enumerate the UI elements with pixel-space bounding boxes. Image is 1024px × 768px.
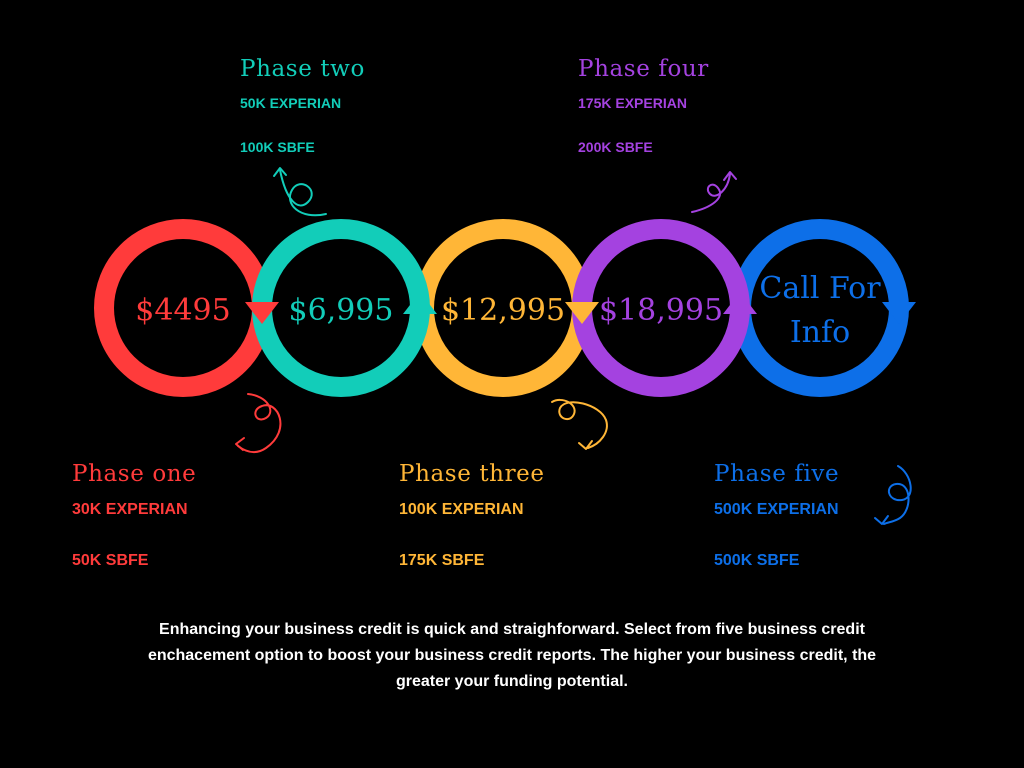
footer-description: Enhancing your business credit is quick … (92, 617, 932, 695)
ring-phase-five (731, 219, 909, 397)
phase-three-experian: 100K EXPERIAN (399, 501, 524, 518)
footer-line-2: enchacement option to boost your busines… (147, 647, 877, 664)
arrowhead-icon (723, 292, 757, 314)
arrows-layer (245, 292, 916, 324)
footer-line-1: Enhancing your business credit is quick … (159, 621, 865, 638)
curly-arrow-icon (551, 398, 608, 450)
arrowhead-icon (882, 302, 916, 324)
phase-three-sbfe: 175K SBFE (399, 552, 485, 569)
arrowhead-icon (565, 302, 599, 324)
price-phase-five-line2: Info (790, 315, 850, 350)
phase-five-experian: 500K EXPERIAN (714, 501, 839, 518)
curly-arrow-icon (273, 167, 327, 217)
phase-five-title: Phase five (714, 461, 840, 487)
price-phase-one: $4495 (135, 293, 230, 328)
footer-line-3: greater your funding potential. (395, 673, 628, 690)
phase-one-experian: 30K EXPERIAN (72, 501, 188, 518)
phase-one-title: Phase one (72, 461, 197, 487)
curly-arrow-icon (874, 465, 912, 525)
phase-three-block: Phase three 100K EXPERIAN 175K SBFE (399, 463, 545, 604)
phase-two-block: Phase two 50K EXPERIAN 100K SBFE (240, 58, 365, 184)
phase-four-title: Phase four (578, 56, 709, 82)
phase-one-sbfe: 50K SBFE (72, 552, 149, 569)
price-phase-two: $6,995 (289, 293, 394, 328)
phase-four-sbfe: 200K SBFE (578, 139, 653, 155)
phase-two-experian: 50K EXPERIAN (240, 95, 342, 111)
price-labels: $4495 $6,995 $12,995 $18,995 Call For In… (135, 271, 881, 350)
decorative-arrows (235, 167, 912, 525)
phase-two-title: Phase two (240, 56, 365, 82)
price-phase-three: $12,995 (441, 293, 565, 328)
phase-one-block: Phase one 30K EXPERIAN 50K SBFE (72, 463, 196, 604)
phase-four-experian: 175K EXPERIAN (578, 95, 687, 111)
curly-arrow-icon (691, 171, 737, 213)
phase-five-block: Phase five 500K EXPERIAN 500K SBFE (714, 463, 839, 604)
price-phase-four: $18,995 (599, 293, 723, 328)
arrowhead-icon (245, 302, 279, 324)
arrowhead-icon (403, 292, 437, 314)
phase-two-sbfe: 100K SBFE (240, 139, 315, 155)
phase-four-block: Phase four 175K EXPERIAN 200K SBFE (578, 58, 709, 184)
curly-arrow-icon (235, 393, 282, 454)
price-phase-five-line1: Call For (759, 271, 881, 306)
phase-three-title: Phase three (399, 461, 545, 487)
phase-five-sbfe: 500K SBFE (714, 552, 800, 569)
